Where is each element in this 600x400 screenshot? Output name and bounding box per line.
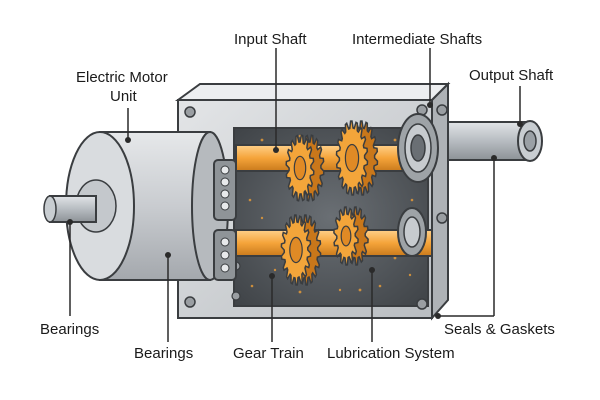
label-intermediate-shafts: Intermediate Shafts <box>352 31 482 48</box>
bearing-icon <box>213 159 237 281</box>
gear-icon <box>285 134 325 202</box>
seal-icon <box>397 207 427 257</box>
electric-motor <box>43 131 229 281</box>
label-bearings-bottom: Bearings <box>134 345 193 362</box>
seal-icon <box>397 113 439 183</box>
label-seals-gaskets: Seals & Gaskets <box>444 321 555 338</box>
label-gear-train: Gear Train <box>233 345 304 362</box>
label-electric-motor-line1: Electric Motor <box>76 69 168 86</box>
gear-icon <box>335 120 379 196</box>
label-electric-motor-line2: Unit <box>110 88 138 105</box>
gear-icon <box>280 214 322 286</box>
label-bearings-left: Bearings <box>40 321 99 338</box>
output-shaft <box>439 120 543 162</box>
label-input-shaft: Input Shaft <box>234 31 307 48</box>
leader-lines <box>67 48 523 342</box>
gear-icon <box>333 206 369 266</box>
gear-train <box>280 120 379 286</box>
label-lubrication-system: Lubrication System <box>327 345 455 362</box>
label-output-shaft: Output Shaft <box>469 67 554 84</box>
